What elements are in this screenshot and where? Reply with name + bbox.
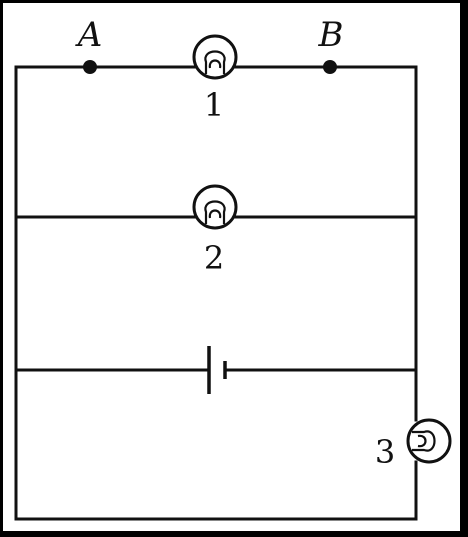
junction-b <box>323 60 337 74</box>
lamp-1-label: 1 <box>204 86 224 124</box>
lamp-1-icon <box>192 34 238 80</box>
lamp-2-label: 2 <box>204 239 224 277</box>
lamp-2-icon <box>192 184 238 230</box>
lamp-3-icon <box>406 418 452 464</box>
bottom-edge <box>0 531 468 537</box>
point-b-label: B <box>318 15 344 55</box>
junction-a <box>83 60 97 74</box>
right-edge <box>460 0 468 537</box>
point-a-label: A <box>75 15 103 55</box>
lamp-3-label: 3 <box>375 433 395 471</box>
